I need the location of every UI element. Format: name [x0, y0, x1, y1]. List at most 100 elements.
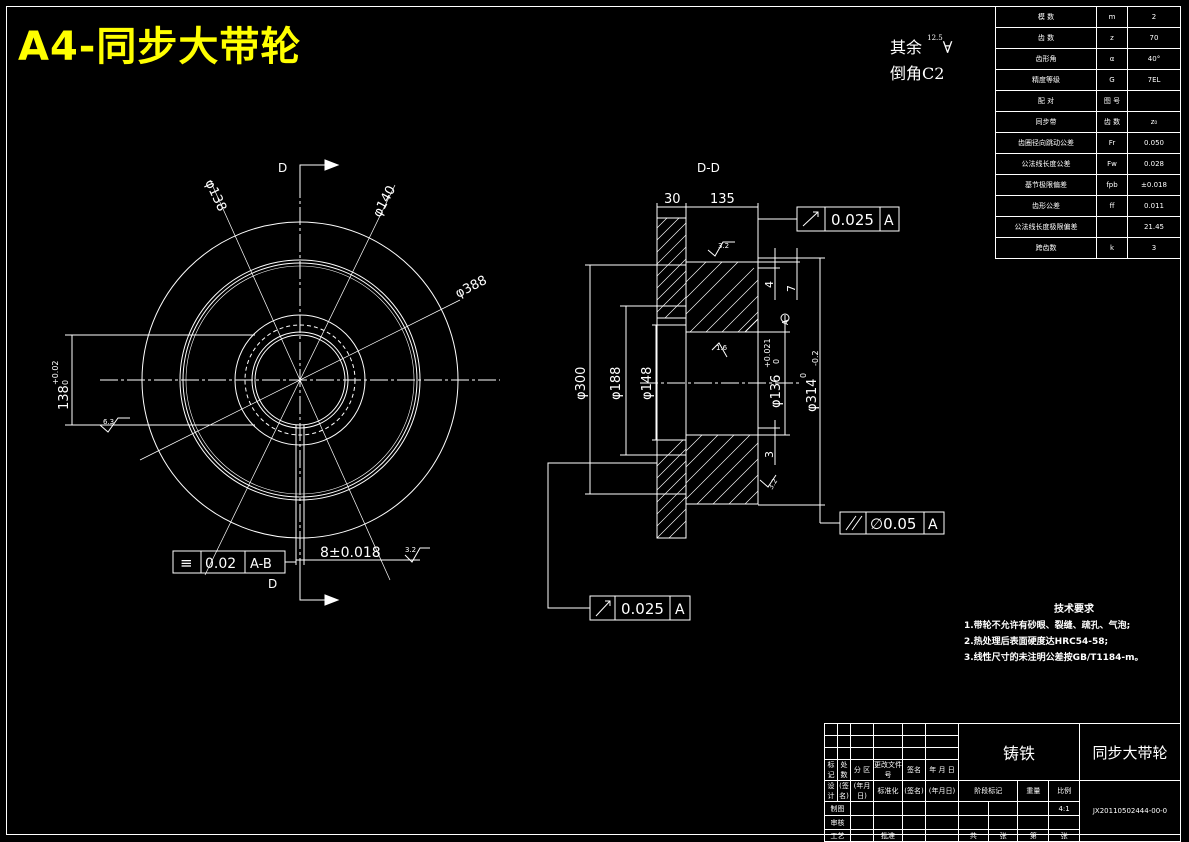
param-cell: 齿形角	[995, 48, 1097, 70]
tb-label-date: 年 月 日	[925, 759, 959, 781]
drawing-frame	[6, 6, 1181, 835]
parallel-icon	[845, 515, 863, 531]
dim-w30: 30	[664, 192, 681, 207]
param-cell	[1127, 90, 1181, 112]
fcf-bottom-datum: A	[675, 602, 685, 618]
param-cell: 齿 数	[1096, 111, 1128, 133]
dim-d136-tol-low: 0	[772, 359, 781, 364]
tb-scale: 4:1	[1048, 801, 1080, 816]
part-name-cell: 同步大带轮	[1079, 723, 1181, 781]
dim-d188: φ188	[609, 367, 624, 400]
roughness-note-other: 其余 12.5∀	[890, 34, 952, 58]
tb-label-doc: 更改文件号	[873, 759, 903, 781]
param-cell: G	[1096, 69, 1128, 91]
tb-weight: 重量	[1017, 780, 1050, 802]
dim-d314-tol-up: 0	[799, 373, 808, 378]
dim-w135: 135	[710, 192, 735, 207]
param-cell: Fr	[1096, 132, 1128, 154]
dim-keyway: 8±0.018	[320, 545, 381, 561]
tech-item-3: 3.线性尺寸的未注明公差按GB/T1184-m。	[964, 653, 1144, 663]
runout-icon-bottom	[595, 600, 611, 617]
tb-total: 共	[958, 829, 989, 842]
param-cell: 跨齿数	[995, 237, 1097, 259]
fcf-parallel-value: ∅0.05	[870, 515, 916, 533]
param-cell: k	[1096, 237, 1128, 259]
technical-requirements: 技术要求 1.带轮不允许有砂眼、裂缝、疏孔、气泡; 2.热处理后表面硬度达HRC…	[964, 602, 1184, 666]
tb-design-date: (年月日)	[850, 780, 874, 802]
param-cell: 0.011	[1127, 195, 1181, 217]
tech-item-2: 2.热处理后表面硬度达HRC54-58;	[964, 637, 1109, 647]
tb-sheet: 张	[987, 829, 1019, 842]
dim-hole-tol: +0.02	[51, 360, 60, 385]
dim-v3: 3	[763, 451, 776, 458]
tb-check: 审核	[824, 815, 851, 830]
param-cell: 图 号	[1096, 90, 1128, 112]
material-cell: 铸铁	[958, 723, 1080, 781]
tb-std-date: (年月日)	[925, 780, 959, 802]
param-cell: ±0.018	[1127, 174, 1181, 196]
param-cell: 基节极限偏差	[995, 174, 1097, 196]
fcf-symmetry-symbol: ≡	[180, 554, 193, 572]
tb-approve: 批准	[873, 829, 903, 842]
param-row: 配 对图 号	[995, 90, 1181, 112]
tb-draw: 制图	[824, 801, 851, 816]
tech-heading: 技术要求	[1054, 604, 1094, 615]
param-cell: fpb	[1096, 174, 1128, 196]
param-cell: 同步带	[995, 111, 1097, 133]
dim-d136-tol-up: +0.021	[763, 338, 772, 368]
dim-hole: 138	[57, 385, 72, 410]
rough-b: 1.6	[716, 344, 728, 352]
param-cell: 公法线长度极限偏差	[995, 216, 1097, 238]
param-cell: 0.028	[1127, 153, 1181, 175]
dim-d388: φ388	[453, 273, 490, 302]
tb-ratio: 比例	[1048, 780, 1080, 802]
dim-hole-tol-low: 0	[61, 380, 70, 385]
fcf-bottom-value: 0.025	[621, 600, 664, 618]
rough-c: 3.2	[767, 477, 779, 491]
param-cell: Fw	[1096, 153, 1128, 175]
param-row: 公法线长度极限偏差 21.45	[995, 216, 1181, 238]
dim-d140: φ140	[370, 183, 399, 220]
title-block: 铸铁 同步大带轮 标记 处数 分 区 更改文件号 签名 年 月 日 设计 (签名…	[824, 723, 1181, 842]
param-cell: 精度等级	[995, 69, 1097, 91]
drawing-title: A4-同步大带轮	[18, 24, 302, 70]
tb-label-sign: 签名	[902, 759, 926, 781]
section-view	[547, 203, 945, 621]
tb-label-zone: 分 区	[850, 759, 874, 781]
rough-left: 6.3	[103, 418, 114, 426]
section-view-label: D-D	[697, 161, 720, 175]
tb-standardize: 标准化	[873, 780, 903, 802]
fcf-symmetry-datum: A-B	[250, 557, 272, 572]
dim-d314-tol-low: -0.2	[811, 350, 820, 366]
param-cell: 70	[1127, 27, 1181, 49]
tb-process: 工艺	[824, 829, 851, 842]
tb-design-sign: (签名)	[837, 780, 851, 802]
param-cell: z	[1096, 27, 1128, 49]
tb-std-sign: (签名)	[902, 780, 926, 802]
param-cell: 40°	[1127, 48, 1181, 70]
dim-v4: 4	[763, 281, 776, 288]
fcf-symmetry-value: 0.02	[205, 556, 236, 572]
param-cell: 齿 数	[995, 27, 1097, 49]
section-label-top: D	[278, 161, 287, 175]
param-cell: z₀	[1127, 111, 1181, 133]
drawing-number-cell: JX20110502444-00-0	[1079, 780, 1181, 842]
front-view	[65, 159, 500, 606]
tb-design: 设计	[824, 780, 838, 802]
dim-d314: φ314	[805, 379, 820, 412]
dim-d136: φ136	[769, 375, 784, 408]
param-cell: 21.45	[1127, 216, 1181, 238]
param-cell: 7EL	[1127, 69, 1181, 91]
datum-a-label: A	[781, 319, 790, 325]
rough-a: 3.2	[718, 242, 729, 250]
